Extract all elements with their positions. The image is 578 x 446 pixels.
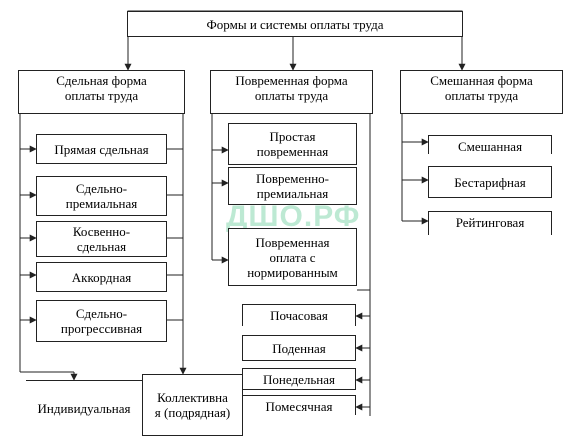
watermark: ДШО.РФ bbox=[226, 200, 361, 233]
mixed-item-nontariff: Бестарифная bbox=[428, 166, 552, 198]
period-item-monthly: Помесячная bbox=[242, 395, 356, 415]
piecework-item-premium: Сдельно- премиальная bbox=[36, 176, 167, 216]
column-header-piecework: Сдельная форма оплаты труда bbox=[18, 70, 185, 114]
column-header-mixed: Смешанная форма оплаты труда bbox=[400, 70, 563, 114]
period-item-hourly: Почасовая bbox=[242, 304, 356, 326]
piecework-item-direct: Прямая сдельная bbox=[36, 134, 167, 164]
period-item-daily: Поденная bbox=[242, 335, 356, 361]
bottom-item-individual: Индивидуальная bbox=[26, 380, 143, 436]
root-title-box: Формы и системы оплаты труда bbox=[127, 11, 463, 37]
mixed-item-rating: Рейтинговая bbox=[428, 211, 552, 235]
piecework-item-lumpsum: Аккордная bbox=[36, 262, 167, 292]
piecework-item-progressive: Сдельно- прогрессивная bbox=[36, 300, 167, 342]
column-header-timebased: Повременная форма оплаты труда bbox=[210, 70, 373, 114]
mixed-item-mixed: Смешанная bbox=[428, 135, 552, 154]
root-title: Формы и системы оплаты труда bbox=[206, 16, 384, 32]
piecework-item-indirect: Косвенно- сдельная bbox=[36, 221, 167, 257]
timebased-item-simple: Простая повременная bbox=[228, 123, 357, 165]
timebased-item-normalized: Повременная оплата с нормированным bbox=[228, 228, 357, 286]
bottom-item-collective: Коллективна я (подрядная) bbox=[142, 374, 243, 436]
timebased-item-premium: Повременно- премиальная bbox=[228, 167, 357, 205]
period-item-weekly: Понедельная bbox=[242, 368, 356, 390]
